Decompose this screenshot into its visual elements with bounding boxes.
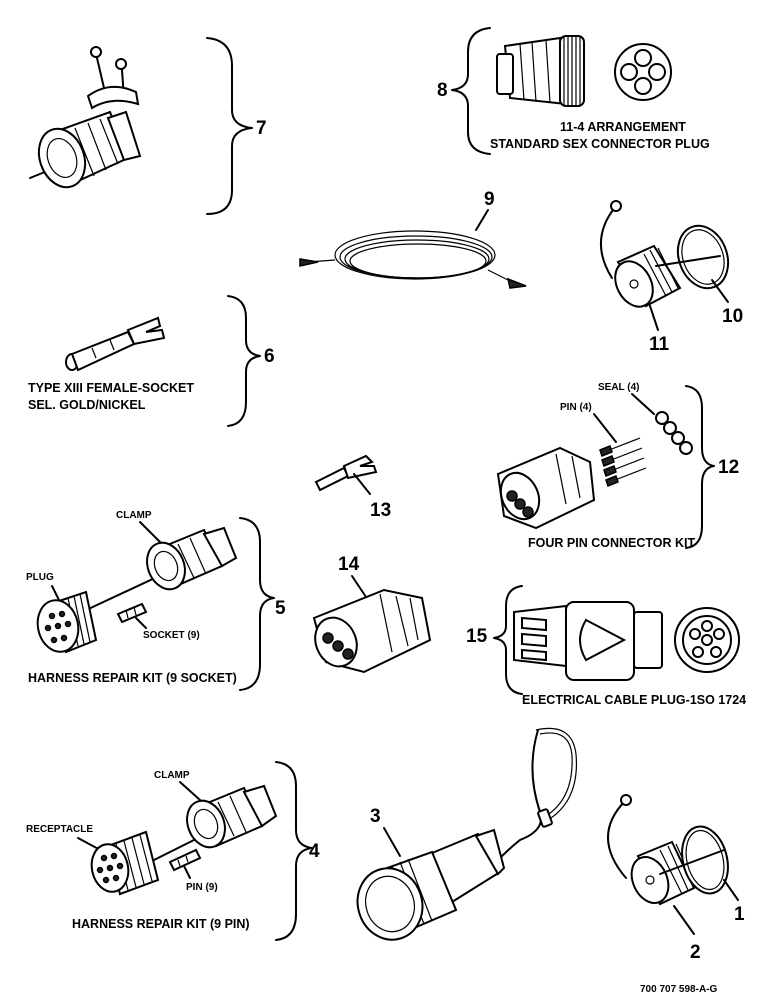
label-socket-9: SOCKET (9) <box>143 630 200 641</box>
leader-14 <box>351 575 369 601</box>
label-receptacle: RECEPTACLE <box>26 824 93 835</box>
bracket-7 <box>206 37 253 215</box>
item-number-3: 3 <box>370 806 381 827</box>
label-sel-gold-nickel: SEL. GOLD/NICKEL <box>28 398 146 412</box>
label-harness-repair-kit-9-pin: HARNESS REPAIR KIT (9 PIN) <box>72 917 250 931</box>
item-4-clamp-backshell <box>129 784 278 873</box>
item-1-o-ring <box>659 825 729 895</box>
item-13-pin-contact <box>314 454 378 492</box>
leader-clamp-5 <box>139 521 161 543</box>
bracket-5 <box>239 517 275 691</box>
item-number-13: 13 <box>370 500 391 521</box>
leader-3 <box>383 827 401 857</box>
label-pin-4: PIN (4) <box>560 402 592 413</box>
item-number-12: 12 <box>718 457 739 478</box>
item-5-clamp-backshell <box>81 526 238 613</box>
leader-10 <box>711 279 729 303</box>
label-electrical-cable-plug: ELECTRICAL CABLE PLUG-1SO 1724 <box>522 693 746 707</box>
item-2-dust-cap <box>607 794 696 906</box>
item-15-cable-plug <box>513 601 740 681</box>
item-number-7: 7 <box>256 118 267 139</box>
bracket-12 <box>685 385 715 549</box>
leader-2 <box>673 905 695 935</box>
label-harness-repair-kit-9-socket: HARNESS REPAIR KIT (9 SOCKET) <box>28 671 237 685</box>
item-number-4: 4 <box>309 841 320 862</box>
label-type-xiii-female-socket: TYPE XIII FEMALE-SOCKET <box>28 381 194 395</box>
leader-11 <box>649 305 659 331</box>
item-4-pin-contact <box>168 848 202 872</box>
leader-plug <box>51 585 61 603</box>
item-4-receptacle <box>90 830 160 896</box>
leader-seal <box>631 393 655 415</box>
leader-13 <box>353 473 371 495</box>
label-clamp-5: CLAMP <box>116 510 152 521</box>
label-plug: PLUG <box>26 572 54 583</box>
label-four-pin-connector-kit: FOUR PIN CONNECTOR KIT <box>528 536 695 550</box>
item-number-15: 15 <box>466 626 488 647</box>
leader-socket-9 <box>135 617 147 629</box>
leader-pin <box>593 413 617 443</box>
item-number-11: 11 <box>649 334 670 355</box>
figure-code: 700 707 598-A-G <box>640 984 717 995</box>
item-10-o-ring <box>655 224 730 290</box>
label-standard-sex-connector-plug: STANDARD SEX CONNECTOR PLUG <box>490 137 710 151</box>
item-14-four-pin-housing <box>312 588 432 674</box>
item-5-plug <box>36 590 98 654</box>
item-7-connector-with-clamp <box>29 46 142 189</box>
item-number-1: 1 <box>734 904 745 925</box>
item-number-10: 10 <box>722 306 743 327</box>
leader-clamp-4 <box>179 781 201 801</box>
item-number-14: 14 <box>338 554 360 575</box>
leader-pin-9 <box>183 865 191 879</box>
item-12-four-pin-connector <box>496 411 693 530</box>
bracket-4 <box>275 761 313 941</box>
label-clamp-4: CLAMP <box>154 770 190 781</box>
item-number-2: 2 <box>690 942 701 963</box>
leader-9 <box>475 209 489 231</box>
item-number-6: 6 <box>264 346 275 367</box>
bracket-15 <box>493 585 523 695</box>
item-3-connector-with-lanyard <box>356 727 578 941</box>
item-number-9: 9 <box>484 189 495 210</box>
item-number-5: 5 <box>275 598 286 619</box>
bracket-8 <box>451 27 491 155</box>
item-8-connector-plug <box>496 35 672 107</box>
label-seal-4: SEAL (4) <box>598 382 640 393</box>
item-number-8: 8 <box>437 80 448 101</box>
item-9-wire-coil <box>299 230 527 289</box>
item-5-socket-contact <box>116 602 148 624</box>
bracket-6 <box>227 295 261 427</box>
leader-1 <box>723 879 739 901</box>
label-pin-9: PIN (9) <box>186 882 218 893</box>
item-6-female-socket <box>65 316 166 372</box>
label-11-4-arrangement: 11-4 ARRANGEMENT <box>560 120 686 134</box>
item-11-dust-cap <box>600 200 682 308</box>
